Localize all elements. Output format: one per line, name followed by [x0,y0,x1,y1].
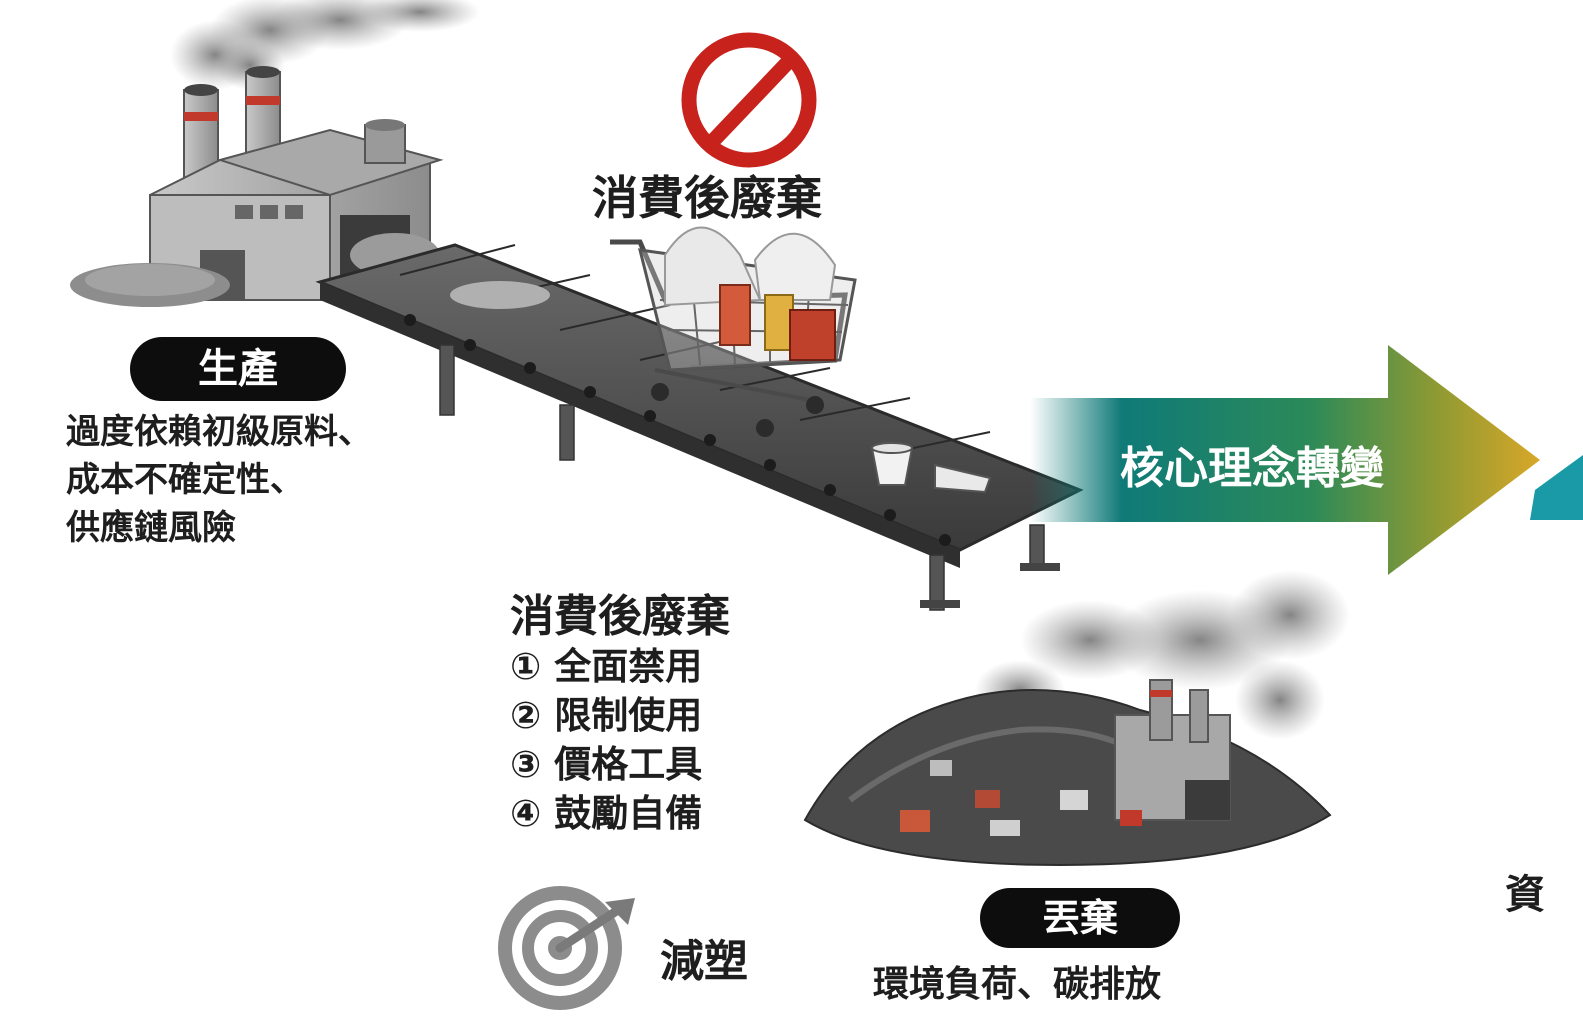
disposal-badge: 丟棄 [980,888,1180,948]
goal-label: 減塑 [660,936,748,987]
conveyor-belt-icon [315,243,1084,611]
production-risk-line: 過度依賴初級原料、 [66,412,372,452]
production-risks: 過度依賴初級原料、 成本不確定性、 供應鏈風險 [66,408,372,552]
landfill-icon [803,570,1350,867]
disposal-caption: 環境負荷、碳排放 [873,964,1162,1005]
edge-text: 資 [1505,872,1545,918]
no-sign-icon [681,32,817,168]
target-icon [498,886,635,1010]
measures-list: ① 全面禁用 ② 限制使用 ③ 價格工具 ④ 鼓勵自備 [510,642,702,838]
measure-item: ④ 鼓勵自備 [510,792,703,835]
measure-item: ② 限制使用 [510,694,703,737]
smoke-icon [170,0,480,90]
shopping-cart-icon [610,226,857,437]
production-risk-line: 成本不確定性、 [66,460,304,500]
transition-arrow [1030,345,1540,575]
arrow-label: 核心理念轉變 [1120,443,1384,494]
measure-item: ③ 價格工具 [510,743,703,786]
measures-title: 消費後廢棄 [510,591,730,642]
measure-item: ① 全面禁用 [510,645,703,688]
production-risk-line: 供應鏈風險 [66,508,236,548]
top-label: 消費後廢棄 [592,171,822,225]
production-badge: 生產 [130,337,346,401]
